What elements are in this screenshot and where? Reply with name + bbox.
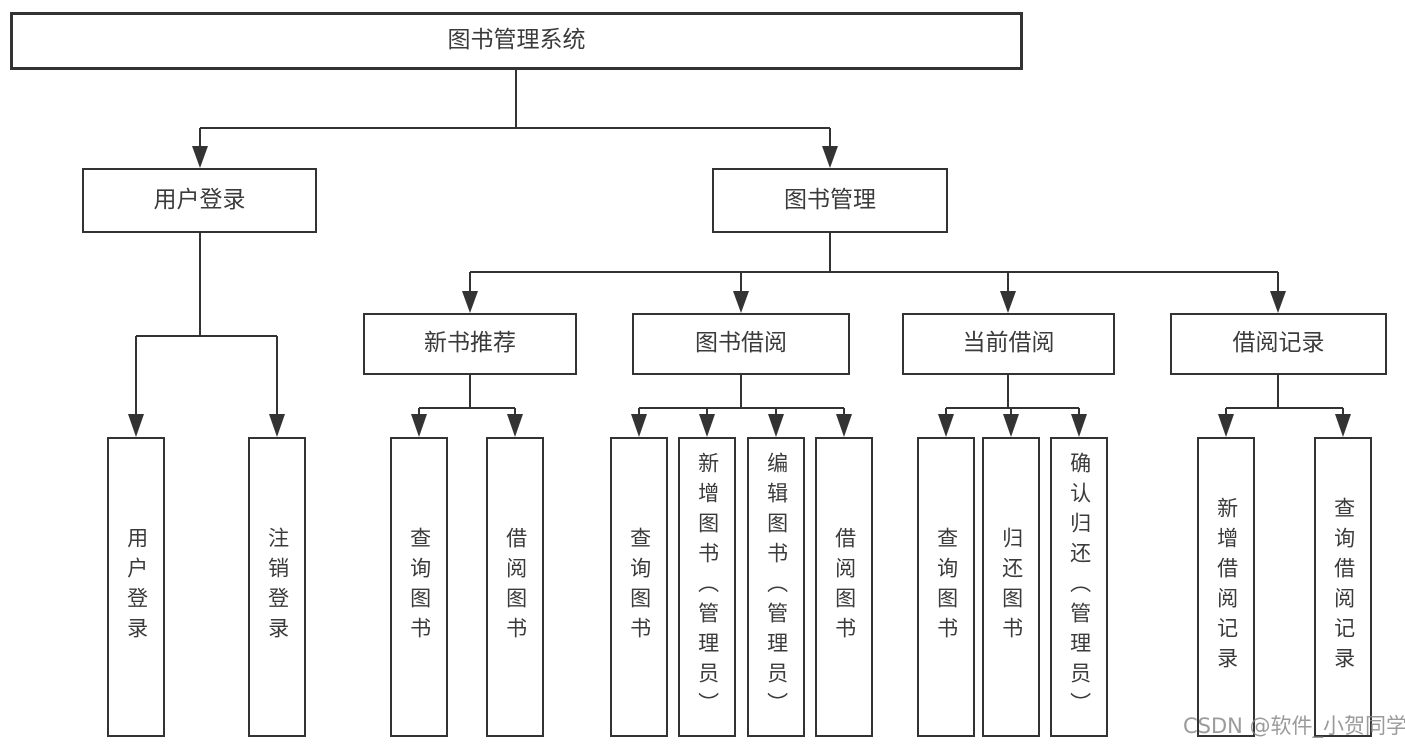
node-book-management-branch: 图书管理: [712, 168, 948, 233]
node-add-books-admin: 新增图书（管理员）: [678, 437, 736, 737]
node-query-borrow-record: 查询借阅记录: [1314, 437, 1372, 737]
node-return-books: 归还图书: [982, 437, 1040, 737]
arrowheads: [128, 146, 1351, 437]
node-borrowing-records: 借阅记录: [1170, 313, 1387, 375]
node-borrow-books-borrowing: 借阅图书: [815, 437, 873, 737]
node-user-login-action: 用户登录: [107, 437, 165, 737]
node-user-login-branch: 用户登录: [82, 168, 317, 233]
node-query-books-borrowing: 查询图书: [610, 437, 668, 737]
node-confirm-return-admin: 确认归还（管理员）: [1050, 437, 1108, 737]
node-edit-books-admin: 编辑图书（管理员）: [747, 437, 805, 737]
node-logout-action: 注销登录: [248, 437, 306, 737]
node-borrow-books-recommend: 借阅图书: [486, 437, 544, 737]
node-book-borrowing: 图书借阅: [632, 313, 850, 375]
node-current-borrowing: 当前借阅: [902, 313, 1115, 375]
node-root: 图书管理系统: [10, 12, 1023, 70]
node-query-books-recommend: 查询图书: [390, 437, 448, 737]
node-new-book-recommend: 新书推荐: [363, 313, 577, 375]
node-add-borrow-record: 新增借阅记录: [1197, 437, 1255, 737]
node-query-books-current: 查询图书: [917, 437, 975, 737]
